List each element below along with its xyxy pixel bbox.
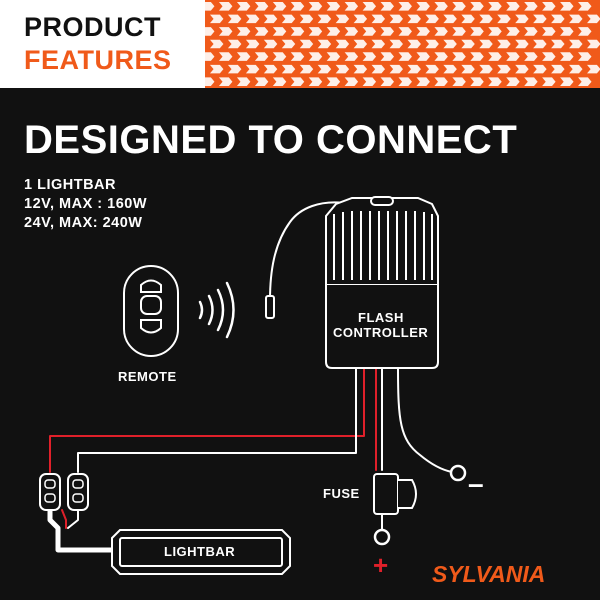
brand-logo: SYLVANIA <box>432 561 546 587</box>
fuse-label: FUSE <box>323 486 360 501</box>
negative-terminal <box>449 464 467 482</box>
negative-symbol: – <box>468 468 485 499</box>
remote-icon <box>123 265 179 357</box>
spec-item: 12V, MAX : 160W <box>24 196 148 212</box>
red-wire-to-lightbar <box>49 367 365 473</box>
spec-item: 1 LIGHTBAR <box>24 177 116 193</box>
antenna-wire <box>269 201 346 301</box>
lightbar-label: LIGHTBAR <box>164 544 236 559</box>
positive-terminal <box>373 528 391 546</box>
lightbar-white-lead <box>67 509 79 529</box>
lightbar-icon <box>111 529 291 575</box>
lightbar-cable <box>47 507 115 553</box>
lightbar-red-lead <box>61 509 67 529</box>
positive-symbol: + <box>373 550 389 580</box>
header-title-line2: FEATURES <box>24 45 172 75</box>
page-title: DESIGNED TO CONNECT <box>24 118 518 162</box>
controller-label-line1: FLASH <box>358 310 404 325</box>
white-wire-to-lightbar <box>77 367 357 473</box>
flash-controller-icon <box>325 196 439 369</box>
connector-icon <box>39 473 89 511</box>
remote-label: REMOTE <box>118 369 177 384</box>
wireless-signal-icon <box>198 281 235 339</box>
ground-wire <box>397 367 453 473</box>
antenna-tip <box>265 295 275 319</box>
header-title-line1: PRODUCT <box>24 12 161 42</box>
spec-item: 24V, MAX: 240W <box>24 215 143 231</box>
tread-pattern-graphic <box>205 2 600 86</box>
controller-label-line2: CONTROLLER <box>333 325 429 340</box>
specs-list: 1 LIGHTBAR 12V, MAX : 160W 24V, MAX: 240… <box>24 176 147 233</box>
fuse-icon <box>373 473 417 515</box>
tread-pattern <box>205 0 600 88</box>
header-banner: PRODUCT FEATURES <box>0 0 600 88</box>
